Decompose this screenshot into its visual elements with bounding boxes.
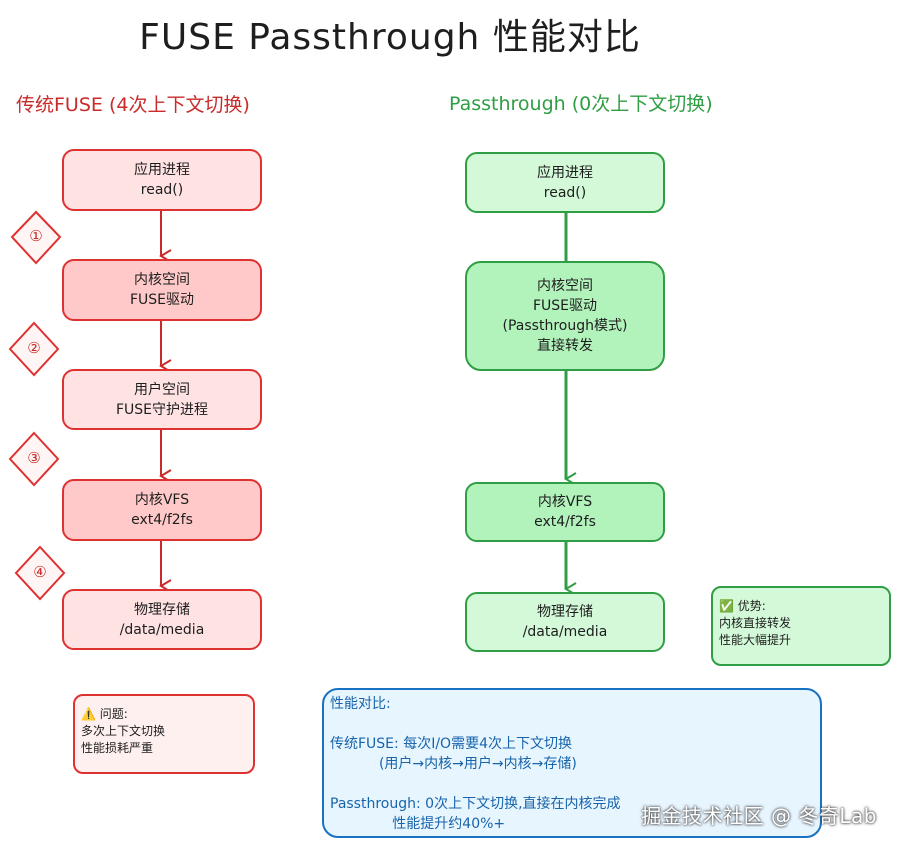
left-kernel-space-box: 内核空间 FUSE驱动 [62, 259, 262, 321]
box-line: ext4/f2fs [131, 512, 193, 528]
right-kernel-vfs-box: 内核VFS ext4/f2fs [465, 482, 665, 542]
advantage-line: 性能大幅提升 [719, 633, 792, 647]
step-diamond-2 [8, 321, 60, 377]
passthrough-heading: Passthrough (0次上下文切换) [449, 93, 713, 115]
warning-icon: ⚠️ [81, 707, 96, 721]
problem-line: 性能损耗严重 [81, 741, 154, 755]
box-line: 内核空间 [134, 272, 190, 288]
problem-note: ⚠️ 问题: 多次上下文切换 性能损耗严重 [73, 694, 255, 774]
step-diamond-3 [8, 431, 60, 487]
advantage-title: 优势: [737, 599, 766, 613]
problem-line: 多次上下文切换 [81, 724, 166, 738]
box-line: 应用进程 [134, 162, 190, 178]
box-line: 直接转发 [537, 338, 593, 354]
watermark: 掘金技术社区 @ 冬奇Lab [641, 804, 877, 828]
box-line: /data/media [119, 621, 205, 638]
box-line: FUSE驱动 [129, 292, 195, 308]
comparison-line: (用户→内核→用户→内核→存储) [330, 756, 577, 772]
comparison-line: 性能提升约40%+ [330, 816, 506, 832]
box-line: 内核空间 [537, 278, 593, 294]
comparison-title: 性能对比: [330, 696, 391, 712]
step-label-3: ③ [27, 449, 41, 467]
box-line: /data/media [522, 624, 608, 640]
advantage-line: 内核直接转发 [719, 616, 792, 630]
box-line: 内核VFS [537, 494, 593, 510]
box-line: read() [543, 184, 587, 201]
diagram-title: FUSE Passthrough 性能对比 [139, 17, 641, 58]
box-line: 内核VFS [134, 492, 190, 508]
step-label-2: ② [27, 339, 41, 357]
box-line: read() [140, 182, 184, 198]
step-label-1: ① [29, 227, 43, 245]
step-diamond-4 [14, 545, 66, 601]
box-line: 应用进程 [537, 164, 593, 181]
right-physical-storage-box: 物理存储 /data/media [465, 592, 665, 652]
left-physical-storage-box: 物理存储 /data/media [62, 589, 262, 650]
left-kernel-vfs-box: 内核VFS ext4/f2fs [62, 479, 262, 541]
box-line: ext4/f2fs [534, 514, 596, 530]
advantage-note: ✅ 优势: 内核直接转发 性能大幅提升 [711, 586, 891, 666]
check-icon: ✅ [719, 599, 734, 613]
traditional-fuse-heading: 传统FUSE (4次上下文切换) [16, 94, 250, 116]
box-line: 用户空间 [134, 381, 190, 398]
left-user-space-box: 用户空间 FUSE守护进程 [62, 369, 262, 430]
problem-title: 问题: [99, 707, 128, 721]
right-app-process-box: 应用进程 read() [465, 152, 665, 213]
right-kernel-space-box: 内核空间 FUSE驱动 (Passthrough模式) 直接转发 [465, 261, 665, 371]
box-line: 物理存储 [134, 601, 190, 618]
comparison-line: Passthrough: 0次上下文切换,直接在内核完成 [330, 796, 621, 812]
box-line: (Passthrough模式) [502, 318, 628, 334]
step-label-4: ④ [33, 563, 47, 581]
box-line: FUSE守护进程 [115, 401, 209, 418]
box-line: FUSE驱动 [532, 298, 598, 314]
left-app-process-box: 应用进程 read() [62, 149, 262, 211]
comparison-line: 传统FUSE: 每次I/O需要4次上下文切换 [330, 736, 572, 752]
performance-comparison-note: 性能对比: 传统FUSE: 每次I/O需要4次上下文切换 (用户→内核→用户→内… [322, 688, 822, 838]
box-line: 物理存储 [537, 604, 593, 620]
step-diamond-1 [10, 210, 62, 265]
